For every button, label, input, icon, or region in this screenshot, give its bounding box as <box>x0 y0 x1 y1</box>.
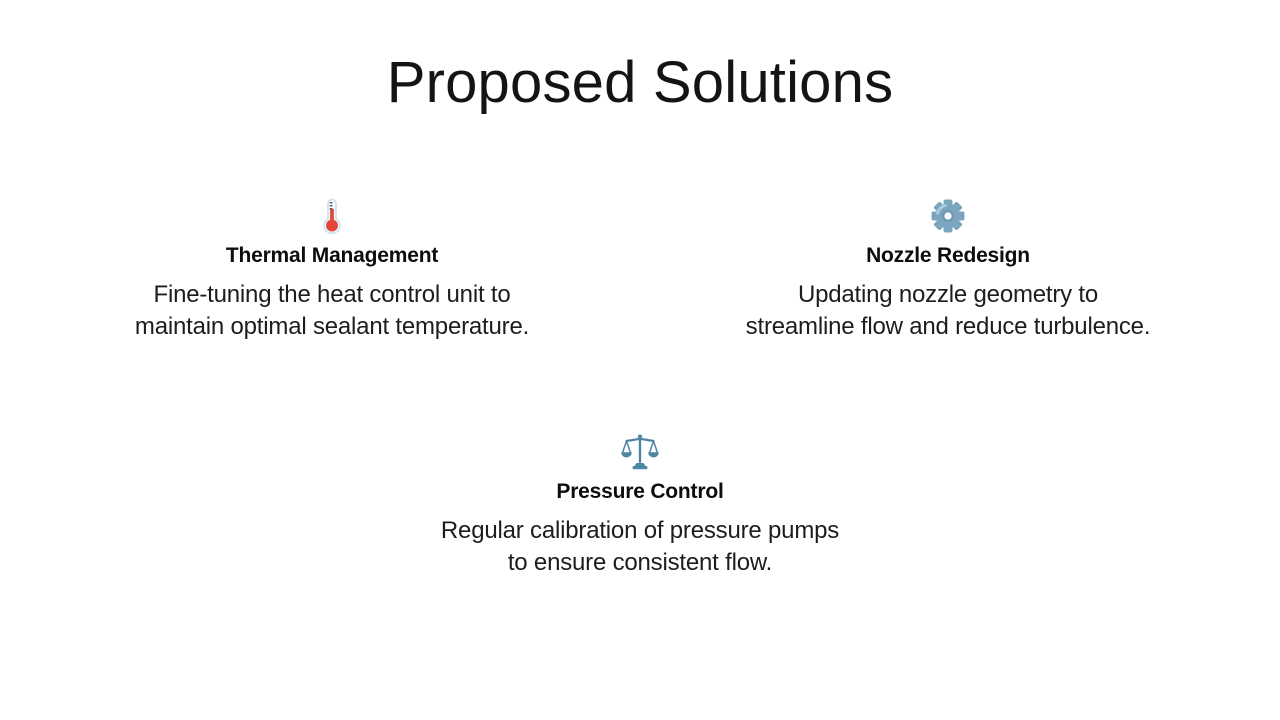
card-description-line: Regular calibration of pressure pumps <box>440 517 840 545</box>
card-thermal-management: Thermal Management Fine-tuning the heat … <box>24 197 640 343</box>
card-description-line: streamline flow and reduce turbulence. <box>745 312 1151 340</box>
card-description: Fine-tuning the heat control unit to mai… <box>135 279 529 343</box>
card-heading: Thermal Management <box>225 243 439 267</box>
card-description-line: maintain optimal sealant temperature. <box>134 312 530 340</box>
bottom-row: Pressure Control Regular calibration of … <box>0 433 1280 579</box>
card-description-line: Fine-tuning the heat control unit to <box>153 280 511 308</box>
top-row: Thermal Management Fine-tuning the heat … <box>0 197 1280 343</box>
card-description-line: Updating nozzle geometry to <box>797 280 1099 308</box>
card-heading: Nozzle Redesign <box>866 243 1030 267</box>
card-description-line: to ensure consistent flow. <box>507 549 773 577</box>
card-description: Regular calibration of pressure pumps to… <box>441 515 839 579</box>
card-nozzle-redesign: Nozzle Redesign Updating nozzle geometry… <box>640 197 1256 343</box>
thermometer-icon <box>323 198 341 234</box>
balance-scale-icon <box>621 434 659 470</box>
page-title: Proposed Solutions <box>386 50 894 115</box>
card-description: Updating nozzle geometry to streamline f… <box>746 279 1151 343</box>
card-heading: Pressure Control <box>556 479 724 503</box>
gear-icon <box>931 199 965 233</box>
card-pressure-control: Pressure Control Regular calibration of … <box>330 433 950 579</box>
